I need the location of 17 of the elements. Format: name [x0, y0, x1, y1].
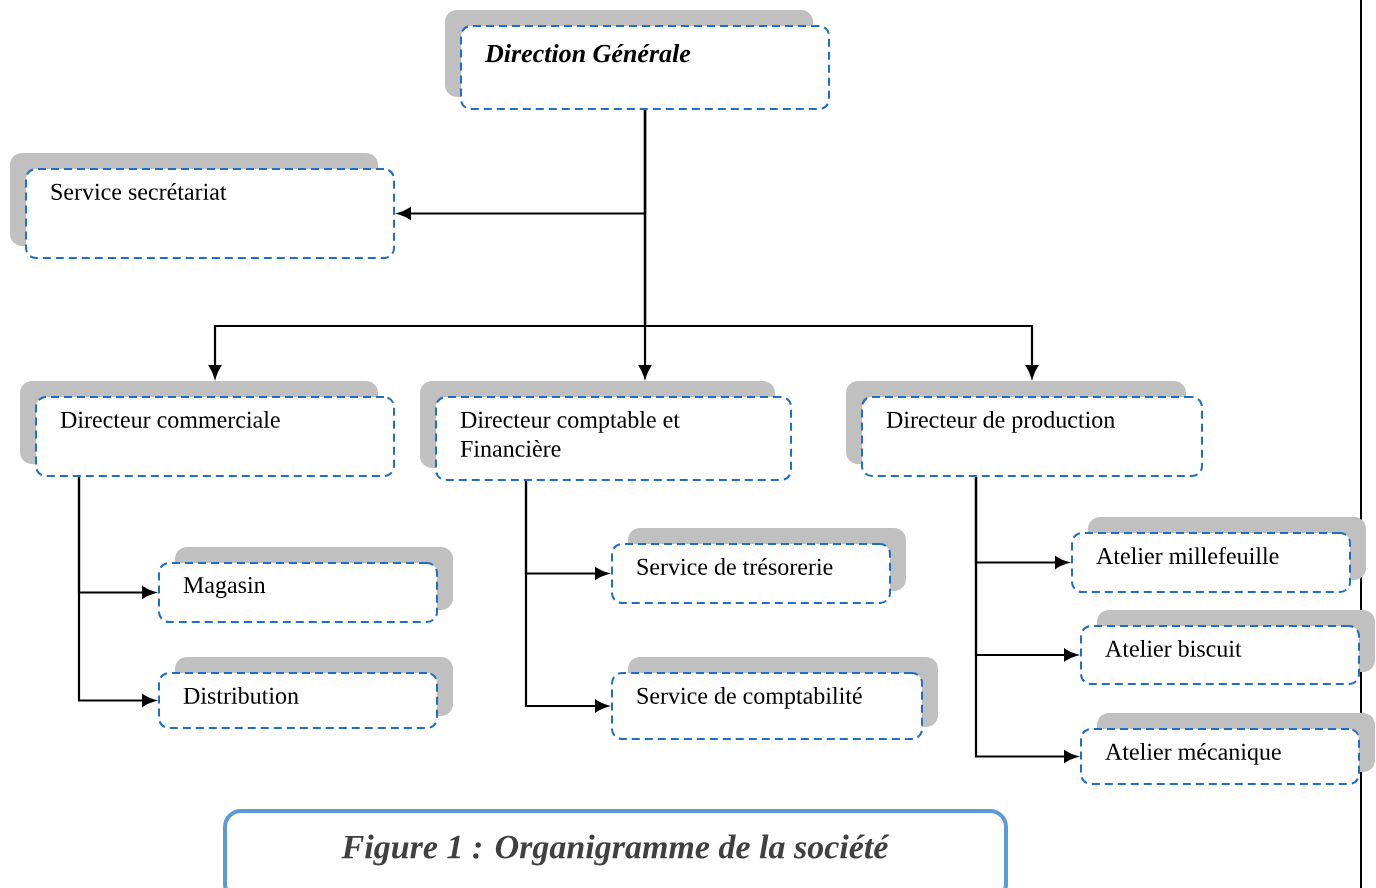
- org-box: Atelier millefeuille: [1071, 517, 1366, 593]
- arrow: [524, 481, 609, 712]
- org-box: Directeur comptable et Financière: [420, 381, 792, 481]
- org-box: Service secrétariat: [10, 153, 395, 259]
- arrow: [643, 110, 1039, 379]
- org-box: Distribution: [158, 657, 453, 729]
- caption-box: Figure 1 : Organigramme de la société: [223, 809, 1008, 888]
- arrow: [974, 477, 1078, 763]
- org-box: Directeur de production: [846, 381, 1203, 477]
- org-box: Direction Générale: [445, 10, 830, 110]
- org-box: Magasin: [158, 547, 453, 623]
- arrow: [77, 477, 156, 707]
- org-box: Atelier biscuit: [1080, 610, 1375, 685]
- org-box: Atelier mécanique: [1080, 713, 1375, 785]
- org-box: Service de trésorerie: [611, 528, 906, 604]
- org-box: Directeur commerciale: [20, 381, 395, 477]
- org-box: Service de comptabilité: [611, 657, 938, 740]
